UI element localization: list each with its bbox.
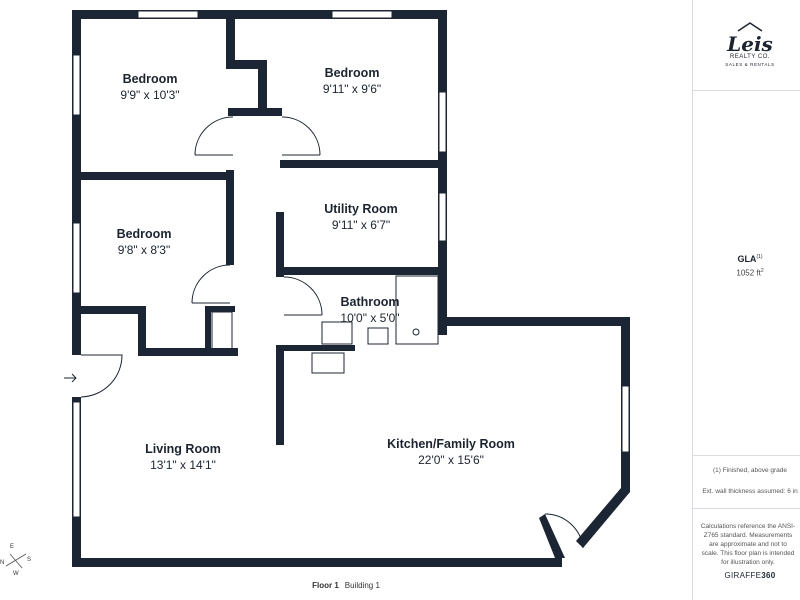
compass-s: S xyxy=(27,557,32,563)
brand-logo: GIRAFFE360 xyxy=(724,571,776,580)
room-name-utility-room: Utility Room xyxy=(324,202,398,216)
room-size-bedroom-2: 9'11" x 9'6" xyxy=(323,82,381,96)
doors xyxy=(64,116,584,549)
note-wall-thickness: Ext. wall thickness assumed: 6 in xyxy=(702,488,798,495)
room-name-bedroom-3: Bedroom xyxy=(117,227,172,241)
room-size-bathroom: 10'0" x 5'0" xyxy=(340,311,399,325)
room-name-living-room: Living Room xyxy=(145,442,221,456)
note-finished: (1) Finished, above grade xyxy=(712,467,788,474)
room-name-bathroom: Bathroom xyxy=(340,295,399,309)
sidebar-divider xyxy=(692,508,800,509)
gla-title: GLA(1) xyxy=(737,254,763,264)
sidebar-divider xyxy=(692,455,800,456)
room-size-utility-room: 9'11" x 6'7" xyxy=(332,218,390,232)
room-labels: Bedroom 9'9" x 10'3" Bedroom 9'11" x 9'6… xyxy=(117,66,515,472)
info-sidebar xyxy=(692,0,800,600)
room-size-kitchen-family-room: 22'0" x 15'6" xyxy=(418,453,484,467)
room-name-kitchen-family-room: Kitchen/Family Room xyxy=(387,437,515,451)
building-name: Building 1 xyxy=(344,581,380,590)
room-size-bedroom-1: 9'9" x 10'3" xyxy=(120,88,179,102)
room-name-bedroom-2: Bedroom xyxy=(325,66,380,80)
compass-w: W xyxy=(13,571,19,577)
compass-rose-icon xyxy=(5,553,27,569)
bathroom-fixtures xyxy=(211,275,439,374)
logo-script: Leis xyxy=(727,32,773,56)
company-logo: Leis REALTY CO. SALES & RENTALS xyxy=(700,20,800,70)
room-size-bedroom-3: 9'8" x 8'3" xyxy=(118,243,170,257)
gla-value: 1052 ft2 xyxy=(736,268,764,278)
interior-walls xyxy=(80,10,440,445)
logo-company: REALTY CO. xyxy=(729,54,771,60)
floor-plan: Bedroom 9'9" x 10'3" Bedroom 9'11" x 9'6… xyxy=(64,10,630,567)
room-name-bedroom-1: Bedroom xyxy=(123,72,178,86)
windows xyxy=(72,10,630,518)
compass-e: E xyxy=(10,544,15,550)
house-roof-icon xyxy=(737,22,763,32)
floor-footer: Floor 1 Building 1 xyxy=(0,581,692,590)
logo-tagline: SALES & RENTALS xyxy=(725,62,775,67)
compass-n: N xyxy=(0,560,5,566)
compass: N E S W xyxy=(0,540,40,580)
sidebar-divider xyxy=(692,90,800,91)
floor-name: Floor 1 xyxy=(312,581,339,590)
room-size-living-room: 13'1" x 14'1" xyxy=(150,458,216,472)
calculations-note: Calculations reference the ANSI-Z765 sta… xyxy=(700,523,796,566)
